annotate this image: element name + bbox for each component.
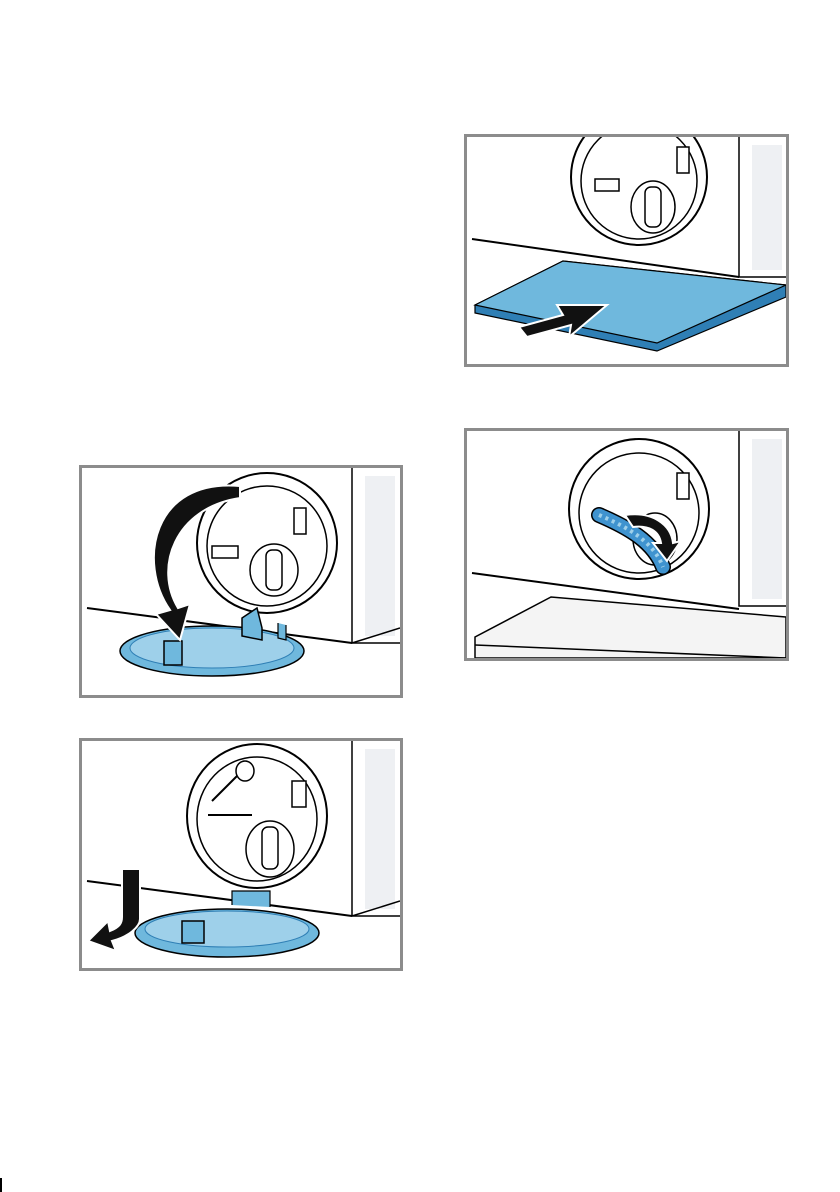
service-cover-icon <box>120 608 304 676</box>
washing-machine-icon <box>467 137 786 364</box>
washing-machine-icon <box>82 741 400 968</box>
washing-machine-icon <box>467 431 786 658</box>
service-cover-icon <box>135 891 319 957</box>
figure-remove-service-cover <box>79 738 403 971</box>
figure-place-tray <box>464 134 789 367</box>
page-edge-mark <box>0 1178 2 1192</box>
figure-drain-hose <box>464 428 789 661</box>
washing-machine-icon <box>82 468 400 695</box>
figure-open-service-cover <box>79 465 403 698</box>
